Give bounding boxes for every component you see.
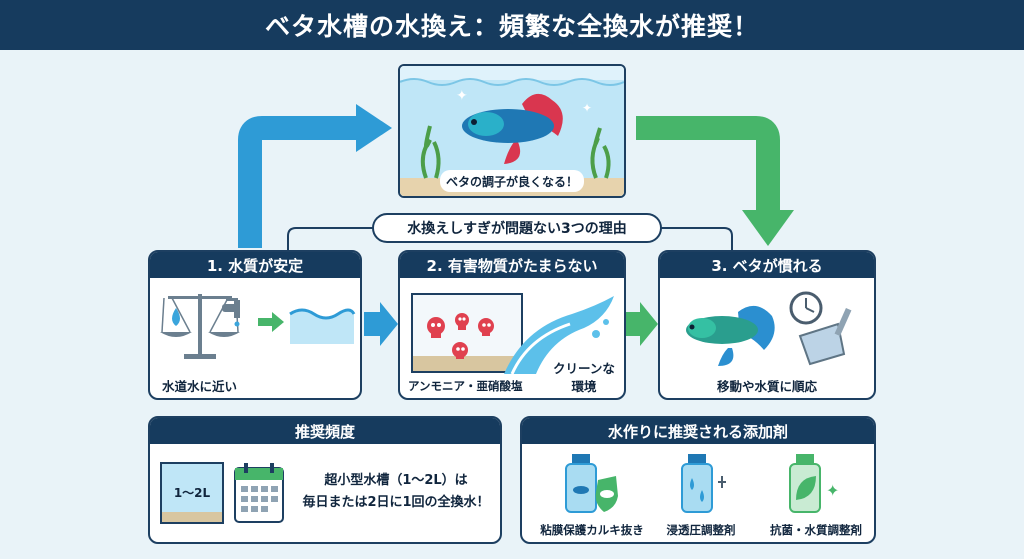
page-title: ベタ水槽の水換え：頻繁な全換水が推奨！	[264, 12, 759, 41]
leaf-bottle-icon: ✦	[789, 454, 839, 513]
small-tank-icon: 1～2L	[160, 462, 224, 524]
green-flow-arrow-icon	[636, 116, 794, 246]
reason-card-3-caption: 移動や水質に順応	[716, 379, 817, 394]
green-arrow-icon	[258, 312, 284, 332]
reason-1-illustration	[160, 294, 356, 359]
reason-card-2-title: 2. 有害物質がたまらない	[400, 252, 624, 278]
reason-card-3: 3. ベタが慣れる 移動や水質に順応	[658, 250, 876, 400]
reasons-label-text: 水換えしすぎが問題ない3つの理由	[407, 221, 627, 237]
svg-text:✦: ✦	[456, 88, 468, 104]
scale-icon	[160, 294, 240, 359]
reasons-label: 水換えしすぎが問題ない3つの理由	[372, 213, 662, 243]
additive-label-3: 抗菌・水質調整剤	[770, 523, 862, 537]
faucet-icon	[222, 298, 240, 318]
reason-card-2-caption-left: アンモニア・亜硝酸塩	[408, 379, 523, 393]
betta-fish-icon	[686, 305, 775, 366]
frequency-title: 推奨頻度	[150, 418, 500, 444]
blue-flow-arrow-icon	[238, 104, 392, 248]
reason-card-2-caption-right-1: クリーンな	[553, 361, 615, 376]
svg-text:✦: ✦	[582, 101, 592, 115]
blue-right-arrow-icon	[364, 302, 398, 346]
reason-card-1-title: 1. 水質が安定	[150, 252, 360, 278]
reason-card-2: 2. 有害物質がたまらない アンモニア・亜硝酸塩 クリーンな 環境	[398, 250, 626, 400]
clock-icon	[789, 291, 823, 325]
reason-2-illustration	[411, 293, 614, 375]
reason-3-illustration	[686, 291, 852, 366]
skull-icon	[427, 313, 494, 359]
water-splash-icon	[504, 296, 614, 375]
net-scoop-icon	[798, 307, 852, 366]
calendar-icon	[234, 463, 284, 523]
reason-card-1-caption: 水道水に近い	[162, 379, 238, 394]
frequency-text-line1: 超小型水槽（1～2L）は	[324, 473, 468, 488]
shield-bottle-icon	[565, 454, 618, 513]
page-header: ベタ水槽の水換え：頻繁な全換水が推奨！	[0, 0, 1024, 50]
osmotic-bottle-icon	[681, 454, 726, 513]
small-tank-label: 1～2L	[173, 486, 211, 500]
frequency-text-line2: 毎日または2日に1回の全換水！	[302, 495, 490, 510]
reason-card-3-title: 3. ベタが慣れる	[660, 252, 874, 278]
frequency-card: 推奨頻度 1～2L 超小型水槽（1～2L）は 毎日または2日に1回の全換水！	[148, 416, 502, 544]
water-drop-icon	[172, 308, 180, 326]
betta-fish-icon	[462, 93, 563, 164]
additive-label-1: 粘膜保護カルキ抜き	[540, 523, 644, 537]
top-aquarium: ✦ ✦ ベタの調子が良くなる！	[398, 64, 626, 198]
reason-card-2-caption-right-2: 環境	[571, 379, 597, 394]
additive-label-2: 浸透圧調整剤	[666, 523, 736, 537]
additives-title: 水作りに推奨される添加剤	[522, 418, 874, 444]
plant-icon	[420, 125, 611, 179]
tank-caption: ベタの調子が良くなる！	[445, 174, 578, 189]
additives-card: 水作りに推奨される添加剤 ✦ 粘膜保護カルキ抜き 浸透圧調整剤 抗菌・水質調整剤	[520, 416, 876, 544]
tank-caption-box: ベタの調子が良くなる！	[440, 170, 584, 192]
svg-text:✦: ✦	[826, 481, 839, 500]
green-right-arrow-icon	[624, 302, 658, 346]
reason-card-1: 1. 水質が安定 水道水に近い	[148, 250, 362, 400]
water-wave-icon	[289, 308, 356, 344]
